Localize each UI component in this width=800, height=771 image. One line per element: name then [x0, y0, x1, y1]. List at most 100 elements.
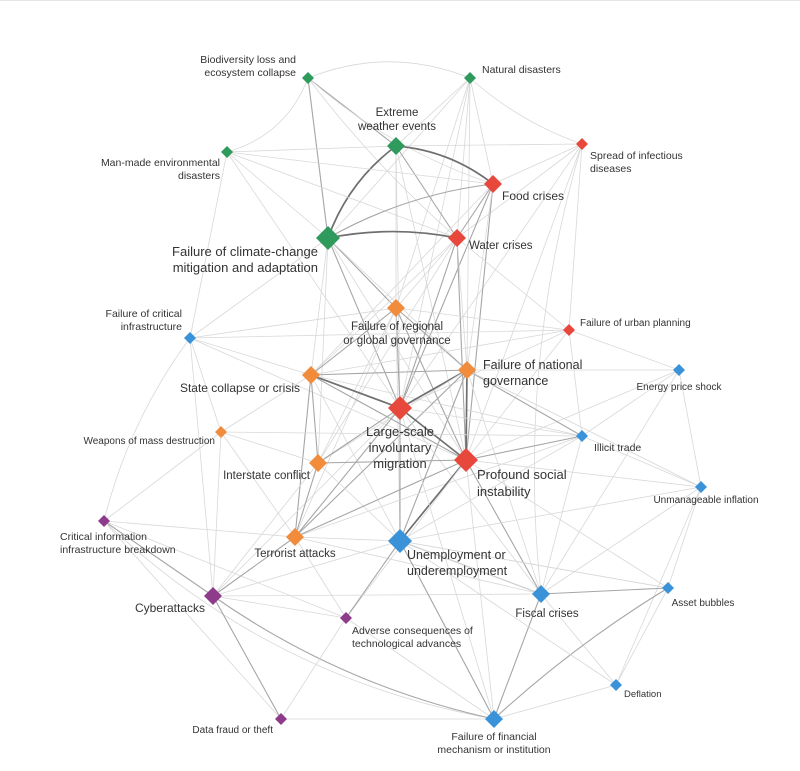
label-asset: Asset bubbles	[672, 598, 735, 609]
node-natgov[interactable]	[458, 360, 476, 379]
edge-bio-nat	[307, 61, 471, 79]
node-bio[interactable]	[302, 71, 314, 84]
edge-food-natgov	[466, 183, 494, 371]
node-nat[interactable]	[464, 71, 476, 84]
edge-reg-state	[310, 307, 397, 376]
edge-defl-unemp	[399, 540, 617, 686]
node-illicit[interactable]	[576, 429, 588, 442]
edge-food-clim	[327, 183, 494, 239]
node-state[interactable]	[302, 365, 320, 384]
edge-cib-fin	[103, 520, 495, 720]
node-infl[interactable]	[695, 480, 707, 493]
node-urb[interactable]	[563, 323, 575, 336]
edge-cib-terr	[103, 520, 296, 538]
label-line: Failure of critical	[106, 308, 182, 320]
edge-man-food	[226, 151, 494, 185]
label-line: infrastructure breakdown	[60, 544, 176, 556]
label-line: Asset bubbles	[672, 598, 735, 609]
node-social[interactable]	[454, 447, 478, 472]
node-fraud[interactable]	[275, 712, 287, 725]
label-line: ecosystem collapse	[204, 67, 296, 79]
edge-unemp-adv	[345, 540, 401, 619]
edge-energy-illicit	[581, 369, 680, 437]
edge-reg-social	[395, 307, 467, 461]
edge-bio-ext	[307, 77, 397, 147]
label-line: or global governance	[343, 335, 450, 347]
label-urb: Failure of urban planning	[580, 318, 691, 329]
edge-illicit-social	[465, 435, 583, 461]
edge-asset-defl	[615, 587, 669, 686]
edge-water-migr	[399, 237, 458, 409]
edge-inter-unemp	[317, 462, 401, 542]
label-illicit: Illicit trade	[594, 442, 641, 454]
label-line: Fiscal crises	[515, 608, 579, 620]
label-line: migration	[373, 456, 426, 471]
node-inf[interactable]	[576, 137, 588, 150]
node-defl[interactable]	[610, 678, 622, 691]
label-line: Profound social	[477, 467, 567, 482]
label-line: Spread of infectious	[590, 150, 683, 162]
label-line: governance	[483, 374, 548, 388]
label-wmd: Weapons of mass destruction	[83, 436, 215, 447]
node-man[interactable]	[221, 145, 233, 158]
edge-infl-asset	[667, 486, 702, 589]
edge-ext-migr	[395, 145, 401, 409]
node-wmd[interactable]	[215, 425, 227, 438]
edge-urb-state	[310, 329, 570, 376]
label-food: Food crises	[502, 189, 564, 203]
edge-inf-fiscal	[533, 143, 583, 595]
edge-migr-terr	[294, 407, 401, 538]
label-line: Illicit trade	[594, 442, 641, 454]
label-line: instability	[477, 484, 531, 499]
edge-asset-unemp	[399, 540, 669, 589]
node-crit[interactable]	[184, 331, 196, 344]
label-line: Cyberattacks	[135, 601, 205, 615]
edge-ext-man	[226, 145, 397, 153]
node-migr[interactable]	[388, 395, 412, 420]
label-line: Critical information	[60, 531, 147, 543]
edge-terr-adv	[294, 536, 347, 619]
edge-natgov-fiscal	[466, 369, 542, 595]
edge-ext-clim	[327, 145, 397, 239]
label-nat: Natural disasters	[482, 64, 561, 76]
edge-ext-social	[395, 145, 467, 461]
edge-state-wmd	[220, 374, 312, 433]
edge-natgov-unemp	[399, 369, 468, 542]
edge-unemp-cyber	[212, 540, 401, 597]
label-social: Profound social instability	[477, 467, 567, 499]
label-line: Large-scale	[366, 424, 434, 439]
label-line: Deflation	[624, 689, 662, 700]
label-infl: Unmanageable inflation	[653, 495, 758, 506]
node-adv[interactable]	[340, 611, 352, 624]
edge-wmd-cyber	[212, 431, 222, 597]
node-clim[interactable]	[316, 225, 340, 250]
edge-man-water	[226, 151, 458, 239]
node-energy[interactable]	[673, 363, 685, 376]
node-cib[interactable]	[98, 514, 110, 527]
edge-clim-reg	[327, 237, 397, 309]
edge-reg-urb	[395, 307, 570, 331]
label-line: Man-made environmental	[101, 157, 220, 169]
edge-water-urb	[456, 237, 570, 331]
edge-illicit-unemp	[399, 435, 583, 542]
edge-urb-energy	[568, 329, 680, 371]
node-inter[interactable]	[309, 453, 327, 472]
edge-inf-social	[465, 143, 583, 461]
edge-cib-cyber	[103, 520, 214, 597]
node-asset[interactable]	[662, 581, 674, 594]
edge-inf-migr	[399, 143, 583, 409]
edge-cyber-adv	[212, 595, 347, 619]
edge-inf-food	[492, 143, 583, 185]
edge-natgov-terr	[294, 369, 468, 538]
edge-asset-fin	[493, 587, 669, 720]
node-reg[interactable]	[387, 298, 405, 317]
edge-nat-inf	[469, 77, 583, 145]
node-fiscal[interactable]	[532, 584, 550, 603]
label-line: mitigation and adaptation	[173, 260, 318, 275]
